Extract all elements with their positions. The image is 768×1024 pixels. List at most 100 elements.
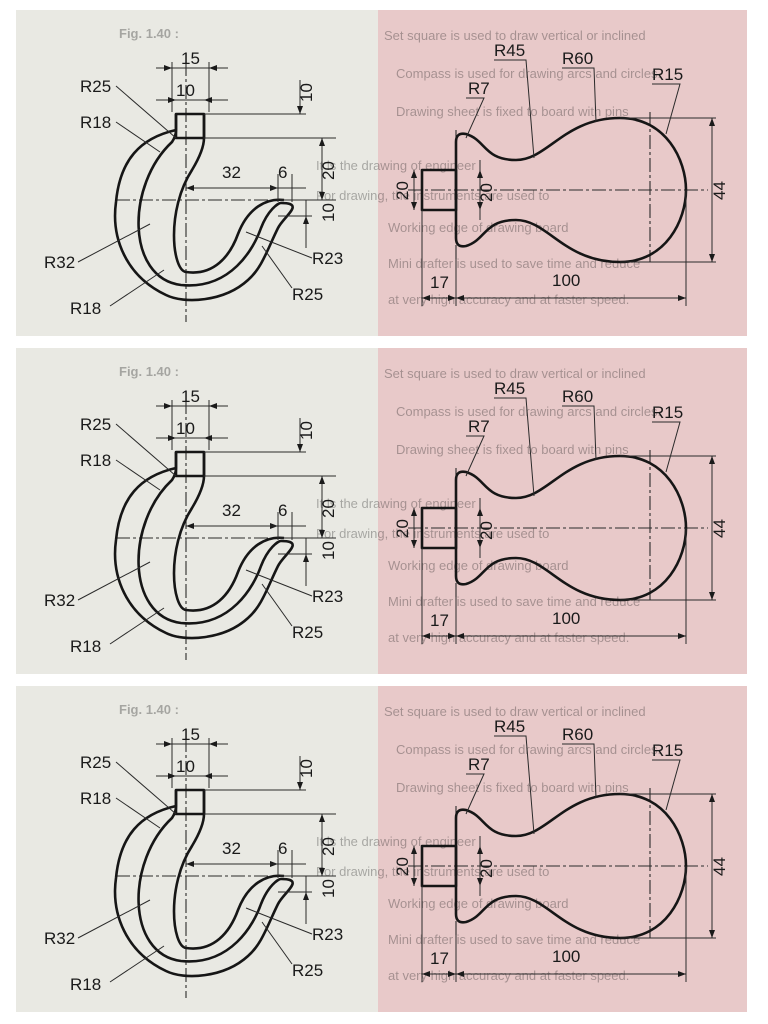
arrow-head [297,444,303,452]
arrow-head [456,971,464,977]
leader-r60 [562,67,597,123]
bg-text: For drawing, the instruments are used to [316,864,549,879]
arrow-head [411,202,417,210]
arrow-head [477,878,483,886]
label-r7: R7 [468,79,490,98]
leader-r32 [77,899,151,939]
arrow-head [477,540,483,548]
arrow-head [678,295,686,301]
bg-text: Drawing sheet is fixed to board with pin… [396,442,629,457]
leader-r60 [562,743,597,799]
arrow-head [678,971,686,977]
bg-text: Drawing sheet is fixed to board with pin… [396,104,629,119]
arrow-head [186,861,194,867]
arrow-head [209,65,217,71]
label-r32: R32 [44,929,75,948]
label-r7: R7 [468,755,490,774]
arrow-head [422,971,430,977]
arrow-head [448,295,456,301]
dim-32-label: 32 [222,839,241,858]
leader-r60 [562,405,597,461]
label-r25-bottom: R25 [292,623,323,642]
bg-text: at very high accuracy and at faster spee… [388,292,629,307]
arrow-head [303,216,309,224]
arrow-head [422,295,430,301]
bg-text: at very high accuracy and at faster spee… [388,968,629,983]
arrow-head [422,633,430,639]
label-r23: R23 [312,249,343,268]
arrow-head [303,554,309,562]
dim-10-top-label: 10 [297,83,316,102]
arrow-head [209,403,217,409]
arrow-head [448,971,456,977]
leader-r7 [465,435,485,477]
arrow-head [319,138,325,146]
leader-r18-bottom [109,269,165,307]
leader-r7 [465,97,485,139]
dim-6-label: 6 [278,501,287,520]
arrow-head [477,508,483,516]
arrow-head [477,170,483,178]
arrow-head [709,254,715,262]
bg-text: Set square is used to draw vertical or i… [384,704,646,719]
knob-drawing: 44 20 20 17 100 R7 R45 R60 [393,41,729,306]
dim-32-label: 32 [222,163,241,182]
dim-20-left-label: 20 [393,181,412,200]
bg-fig-label: Fig. 1.40 : [119,26,179,41]
arrow-head [297,782,303,790]
arrow-head [678,633,686,639]
left-page-background [16,686,378,1012]
hook-shank [174,788,206,816]
hook-drawing: 15 10 10 20 10 32 [44,49,343,322]
arrow-head [164,741,172,747]
arrow-head [209,741,217,747]
leader-r23 [245,569,313,597]
arrow-head [477,202,483,210]
dim-20-mid-label: 20 [477,521,496,540]
dim-17-label: 17 [430,949,449,968]
label-r18-bottom: R18 [70,637,101,656]
label-r18-bottom: R18 [70,975,101,994]
leader-r25-top [115,85,177,139]
label-r25-top: R25 [80,415,111,434]
dim-10-label: 10 [176,757,195,776]
dim-10-top-label: 10 [297,421,316,440]
left-page-background [16,10,378,336]
arrow-head [709,456,715,464]
dim-20-label: 20 [319,499,338,518]
dim-15-label: 15 [181,725,200,744]
label-r25-bottom: R25 [292,961,323,980]
bg-text: at very high accuracy and at faster spee… [388,630,629,645]
dim-20-left-label: 20 [393,857,412,876]
dim-15-label: 15 [181,49,200,68]
bg-text: Working edge of drawing board [388,896,568,911]
arrow-head [297,106,303,114]
leader-r15 [652,83,681,135]
knob-drawing: 44 20 20 17 100 R7 R45 R60 [393,717,729,982]
diagram-panel-3: Set square is used to draw vertical or i… [16,686,747,1012]
bg-text: Drawing sheet is fixed to board with pin… [396,780,629,795]
label-r23: R23 [312,925,343,944]
label-r15: R15 [652,65,683,84]
leader-r18-top [115,121,161,153]
arrow-head [186,185,194,191]
dim-32-label: 32 [222,501,241,520]
arrow-head [709,930,715,938]
leader-r23 [245,907,313,935]
label-r60: R60 [562,49,593,68]
label-r32: R32 [44,253,75,272]
dim-15-label: 15 [181,387,200,406]
label-r7: R7 [468,417,490,436]
arrow-head [319,476,325,484]
label-r18-top: R18 [80,789,111,808]
dim-20-label: 20 [319,161,338,180]
dim-10-lower-label: 10 [319,203,338,222]
arrow-head [168,97,176,103]
leader-r18-bottom [109,607,165,645]
leader-r45 [494,397,535,497]
dim-10-label: 10 [176,419,195,438]
bg-text: Set square is used to draw vertical or i… [384,28,646,43]
label-r25-top: R25 [80,77,111,96]
label-r15: R15 [652,403,683,422]
dim-100-label: 100 [552,609,580,628]
